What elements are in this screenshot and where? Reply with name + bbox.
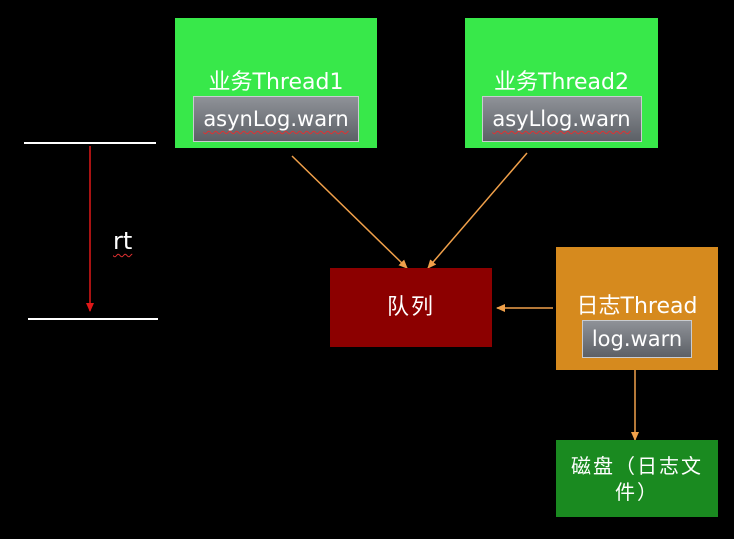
business-thread-2-method: asyLlog.warn [481, 96, 642, 142]
business-thread-1-title: 业务Thread1 [208, 70, 344, 95]
log-thread-title: 日志Thread [576, 294, 698, 319]
business-thread-2-method-text: asyLlog.warn [492, 107, 631, 131]
log-thread-method: log.warn [582, 320, 692, 358]
queue-node: 队列 [330, 268, 492, 347]
disk-title: 磁盘（日志文件） [571, 453, 703, 504]
business-thread-1-method: asynLog.warn [193, 96, 359, 142]
arrow-thread1-to-queue [291, 155, 408, 269]
business-thread-1-method-text: asynLog.warn [203, 107, 349, 131]
business-thread-2-node: 业务Thread2 asyLlog.warn [465, 18, 658, 148]
log-thread-method-text: log.warn [591, 327, 683, 351]
rt-label-text: rt [113, 227, 133, 255]
arrow-thread2-to-queue [427, 152, 528, 269]
log-thread-node: 日志Thread log.warn [556, 247, 718, 370]
rt-label: rt [113, 226, 132, 256]
queue-title: 队列 [386, 294, 435, 320]
business-thread-1-node: 业务Thread1 asynLog.warn [175, 18, 377, 148]
disk-node: 磁盘（日志文件） [556, 440, 718, 517]
business-thread-2-title: 业务Thread2 [494, 70, 629, 95]
